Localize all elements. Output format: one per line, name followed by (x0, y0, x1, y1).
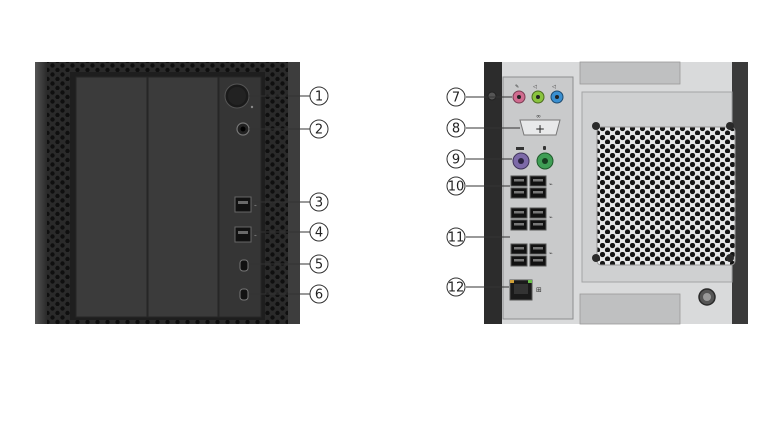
fan-screw-icon (592, 122, 600, 130)
usb-ss-icon: ⌁ (549, 250, 553, 257)
front-panel: ⌁ ⌁ 1 2 3 (35, 62, 329, 324)
front-io-strip (218, 76, 262, 318)
svg-text:7: 7 (452, 91, 460, 106)
drive-bay-cover-middle (147, 76, 219, 318)
callout-10: 10 (446, 176, 466, 196)
rear-bottom-slot (579, 293, 681, 325)
callout-4: 4 (309, 222, 329, 242)
usb-symbol-icon: ⌁ (254, 203, 257, 209)
keyboard-icon (516, 147, 524, 150)
front-usb-a-port-2[interactable] (234, 226, 252, 243)
rear-left-edge (484, 62, 502, 324)
power-button[interactable] (224, 83, 250, 109)
ps2-keyboard-port[interactable] (536, 152, 554, 170)
mic-icon: ✎ (515, 84, 519, 90)
front-leader-lines (249, 95, 310, 295)
rear-top-slot (579, 61, 681, 85)
power-led-icon (250, 105, 254, 109)
svg-text:3: 3 (315, 196, 323, 211)
rear-audio-jacks[interactable] (512, 90, 564, 104)
network-icon: ⊞ (536, 286, 542, 294)
drive-bay-cover-left (75, 76, 148, 318)
svg-text:5: 5 (315, 258, 323, 273)
svg-text:8: 8 (452, 122, 460, 137)
front-left-edge (35, 62, 47, 324)
usb-ss-icon: ⌁ (549, 214, 553, 221)
rear-usb-pair-1[interactable] (510, 175, 547, 199)
svg-text:12: 12 (448, 281, 465, 296)
rear-usb-stack[interactable] (510, 207, 547, 267)
fan-grille (596, 126, 736, 266)
rear-panel: ✎ ◁ ◁ + ∞ ⌁ (446, 61, 748, 325)
usb-symbol-icon: ⌁ (254, 233, 257, 239)
serial-link-icon: ∞ (536, 113, 541, 120)
svg-text:4: 4 (315, 226, 323, 241)
usb-symbol-icon: ⌁ (549, 181, 553, 188)
headset-jack[interactable] (236, 122, 250, 136)
mouse-icon (543, 146, 546, 150)
front-usb-c-port-2[interactable] (239, 288, 249, 301)
rear-right-edge (732, 62, 748, 324)
line-in-icon: ◁ (552, 84, 556, 90)
serial-port[interactable]: + (519, 119, 561, 136)
ps2-mouse-port[interactable] (512, 152, 530, 170)
callout-12: 12 (446, 277, 466, 297)
ethernet-port[interactable] (509, 279, 533, 301)
rear-screw-icon (487, 91, 497, 101)
callout-7: 7 (446, 87, 466, 107)
front-right-edge (288, 62, 300, 324)
callout-5: 5 (309, 254, 329, 274)
callout-2: 2 (309, 119, 329, 139)
fan-screw-icon (726, 254, 734, 262)
svg-text:1: 1 (315, 90, 323, 105)
fan-screw-icon (726, 122, 734, 130)
svg-text:+: + (535, 122, 545, 136)
front-usb-a-port-1[interactable] (234, 196, 252, 213)
callout-1: 1 (309, 86, 329, 106)
svg-text:10: 10 (448, 180, 465, 195)
fan-screw-icon (592, 254, 600, 262)
svg-text:11: 11 (448, 231, 465, 246)
padlock-loop-icon (698, 288, 716, 306)
front-usb-c-port-1[interactable] (239, 259, 249, 272)
svg-text:6: 6 (315, 288, 323, 303)
speaker-out-icon: ◁ (533, 84, 537, 90)
rear-leader-lines (466, 96, 520, 288)
callout-8: 8 (446, 118, 466, 138)
callout-3: 3 (309, 192, 329, 212)
callout-11: 11 (446, 227, 466, 247)
svg-text:2: 2 (315, 123, 323, 138)
callout-9: 9 (446, 149, 466, 169)
svg-text:9: 9 (452, 153, 460, 168)
callout-6: 6 (309, 284, 329, 304)
